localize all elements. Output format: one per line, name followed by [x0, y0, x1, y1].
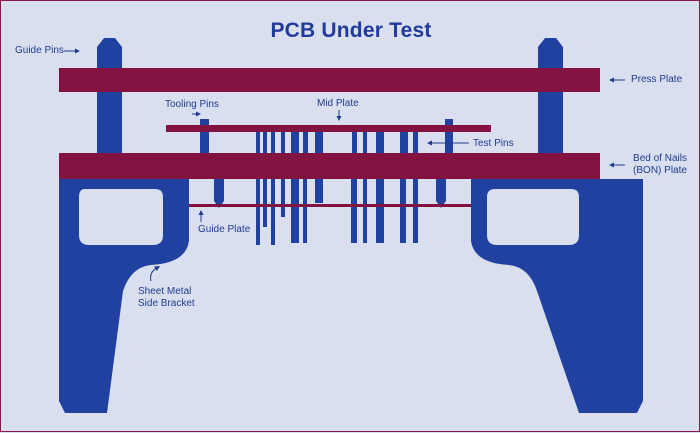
bon-plate-label-line1: Bed of Nails — [633, 153, 687, 164]
bon-plate-label: Bed of Nails (BON) Plate — [629, 153, 691, 177]
tooling-pin-bottom-right — [436, 179, 446, 201]
tooling-pin-right-top — [445, 119, 453, 153]
side-bracket-label-line2: Side Bracket — [138, 298, 195, 309]
guide-plate-label: Guide Plate — [198, 224, 251, 235]
page-title: PCB Under Test — [270, 19, 432, 42]
press-plate-arrow-icon — [609, 77, 625, 83]
side-bracket-label-line1: Sheet Metal — [138, 286, 192, 297]
tooling-pin-top — [200, 119, 209, 153]
tooling-pins-label: Tooling Pins — [165, 99, 219, 110]
left-side-bracket — [59, 179, 189, 413]
press-plate-label: Press Plate — [631, 74, 683, 85]
test-pins-lower — [256, 179, 418, 245]
tooling-pins-arrow-icon — [192, 111, 201, 117]
guide-pins-label: Guide Pins — [15, 45, 64, 56]
mid-plate-arrow-icon — [336, 110, 342, 121]
side-bracket-label: Sheet Metal Side Bracket — [138, 286, 195, 310]
guide-plate — [189, 204, 471, 207]
bed-of-nails-plate — [59, 153, 600, 179]
tooling-pin-bottom-left — [214, 179, 224, 201]
test-pins-upper — [256, 132, 418, 153]
mid-plate-label: Mid Plate — [317, 98, 359, 109]
bon-plate-arrow-icon — [609, 162, 625, 168]
guide-plate-arrow-icon — [198, 210, 204, 222]
test-pins-arrow-icon — [427, 140, 469, 146]
test-pins-label: Test Pins — [473, 138, 514, 149]
mid-plate — [166, 125, 491, 132]
bon-plate-label-line2: (BON) Plate — [633, 165, 687, 176]
press-plate — [59, 68, 600, 92]
right-side-bracket — [471, 179, 643, 413]
guide-pins-arrow-icon — [64, 48, 80, 54]
side-bracket-arrow-icon — [150, 266, 160, 282]
